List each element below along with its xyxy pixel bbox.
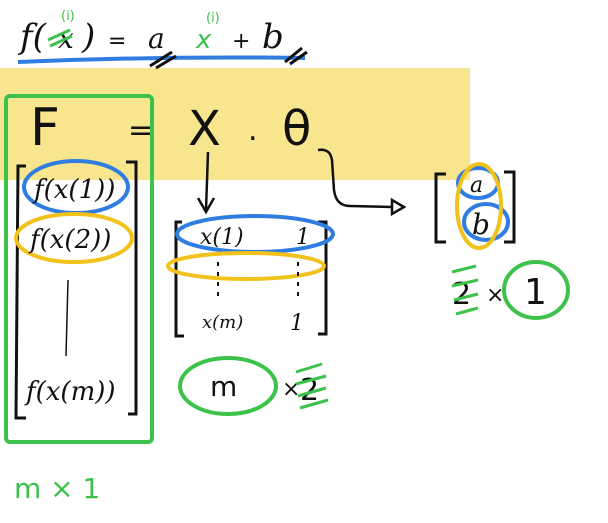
yellow-highlight-band bbox=[0, 68, 470, 180]
f-vector-right-bracket bbox=[126, 160, 138, 416]
x-dims-2-green-scribble bbox=[295, 362, 329, 410]
top-sup-i: (i) bbox=[61, 9, 75, 24]
slash-mark-1 bbox=[149, 50, 177, 70]
big-F: F bbox=[30, 98, 60, 158]
theta-yellow-oval bbox=[455, 162, 503, 250]
top-plus: + bbox=[232, 29, 250, 54]
slash-mark-2 bbox=[284, 46, 308, 66]
theta-b-blue-oval bbox=[462, 202, 510, 242]
x-rowm-x: x(m) bbox=[202, 312, 243, 333]
f-vector-left-bracket bbox=[14, 164, 26, 420]
top-equals: = bbox=[108, 29, 126, 54]
top-b: b bbox=[262, 17, 284, 57]
f-vector-green-box bbox=[4, 94, 154, 444]
x-row2-yellow-oval bbox=[166, 251, 326, 281]
big-dot: . bbox=[248, 113, 258, 148]
arrow-theta-to-vector bbox=[317, 148, 407, 217]
f-entry-2: f(x(2)) bbox=[28, 225, 111, 255]
x-matrix: x(1) 1 x(m) 1 m × 2 bbox=[166, 214, 335, 416]
theta-entry-b: b bbox=[472, 208, 490, 241]
theta-dims-times: × bbox=[486, 283, 504, 308]
top-x-green-mark bbox=[47, 28, 73, 48]
f-vector-dims: m × 1 bbox=[14, 472, 100, 505]
f-entry-m: f(x(m)) bbox=[24, 377, 116, 407]
x-row1-x: x(1) bbox=[200, 225, 244, 250]
big-theta: θ bbox=[282, 101, 311, 157]
theta-dims-2-green-scribble bbox=[451, 264, 479, 316]
big-equals: = bbox=[128, 113, 153, 148]
x-rowm-one: 1 bbox=[290, 311, 304, 336]
top-x2: x bbox=[195, 25, 212, 55]
theta-entry-a: a bbox=[470, 173, 483, 198]
top-f: f( bbox=[17, 17, 47, 57]
arrow-x-to-matrix bbox=[196, 151, 216, 215]
x-matrix-right-bracket bbox=[318, 220, 328, 336]
f2-yellow-oval bbox=[14, 212, 134, 264]
theta-dims-1: 1 bbox=[524, 272, 547, 313]
theta-vector: a b 2 × 1 bbox=[434, 162, 570, 320]
f-vector-vertical-line bbox=[65, 279, 69, 357]
x-dims-m: m bbox=[210, 370, 237, 403]
big-X: X bbox=[188, 101, 221, 157]
x-dims-times: × bbox=[282, 377, 300, 402]
matrix-equation: F = X . θ bbox=[30, 98, 311, 158]
theta-right-bracket bbox=[504, 170, 516, 244]
x-matrix-left-bracket bbox=[174, 220, 184, 338]
top-close-paren: ) bbox=[81, 17, 95, 57]
top-equation: f( x (i) ) = a x (i) + b bbox=[17, 9, 308, 70]
f-entry-1: f(x(1)) bbox=[32, 175, 115, 205]
top-sup-i2: (i) bbox=[206, 11, 220, 26]
one-green-circle bbox=[502, 260, 570, 320]
f-vector: f(x(1)) f(x(2)) f(x(m)) m × 1 bbox=[4, 94, 154, 505]
m-green-circle bbox=[178, 356, 278, 416]
top-a: a bbox=[148, 22, 165, 55]
x-row1-one: 1 bbox=[296, 225, 310, 250]
theta-left-bracket bbox=[434, 172, 446, 244]
